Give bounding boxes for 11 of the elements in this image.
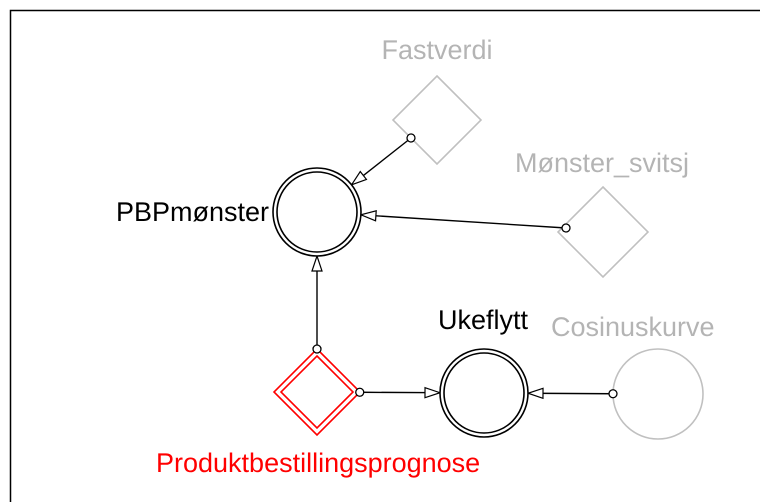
node-label: Mønster_svitsj: [515, 147, 690, 179]
node-label: Ukeflytt: [438, 304, 528, 336]
node-label: Produktbestillingsprognose: [156, 447, 480, 479]
arrow: [527, 388, 618, 399]
arrow: [350, 133, 416, 186]
node-label: Fastverdi: [382, 34, 493, 66]
arrow: [355, 387, 441, 398]
node-label: PBPmønster: [116, 196, 270, 228]
arrow: [311, 255, 323, 354]
node-label: Cosinuskurve: [551, 311, 715, 343]
arrow: [360, 210, 571, 233]
